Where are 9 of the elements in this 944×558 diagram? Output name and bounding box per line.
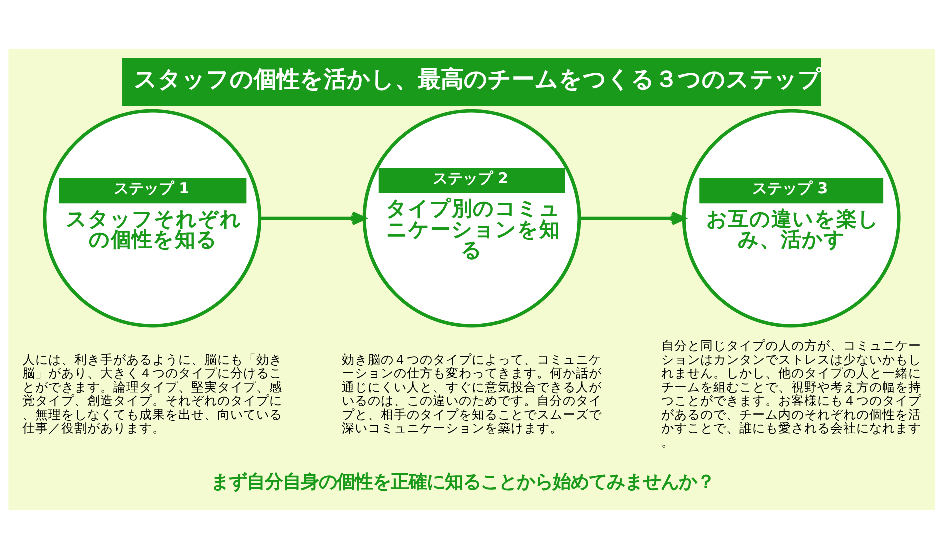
node-label: 人には、利き手があるように、脳にも「効き脳」があり、大きく４つのタイプに分けることができます。論理タイプ、堅実タイプ、感覚タイプ、創造タイプ。それぞれのタイプに、無理をしなくても成果を出せ、向いている仕事／役割があります。 xyxy=(22,351,282,436)
node-circle: ステップ 1 スタッフそれぞれの個性を知る xyxy=(43,108,262,328)
node-label: 効き脳の４つのタイプによって、コミュニケーションの仕方も変わってきます。何か話が通じにくい人と、すぐに意気投合できる人がいるのは、この違いのためです。自分のタイプと、相手のタイプを知ることでスムーズで深いコミュニケーションを築けます。 xyxy=(342,351,602,436)
node-circle: ステップ 3 お互の違いを楽しみ、活かす xyxy=(682,108,901,328)
arrow xyxy=(260,211,366,225)
caption: まず自分自身の個性を正確に知ることから始めてみませんか？ xyxy=(211,471,716,492)
node-label: 自分と同じタイプの人の方が、コミュニケーションはカンタンでストレスは少ないかもしれません。しかし、他のタイプの人と一緒にチームを組むことで、視野や考え方の幅を持つことができます。お客様にも４つのタイプがあるので、チーム内のそれぞれの個性を活かすことで、誰にも愛される会社になれます。 xyxy=(662,337,922,450)
arrow xyxy=(580,211,686,225)
node-circle: ステップ 2 タイプ別のコミュニケーションを知る xyxy=(362,108,582,328)
